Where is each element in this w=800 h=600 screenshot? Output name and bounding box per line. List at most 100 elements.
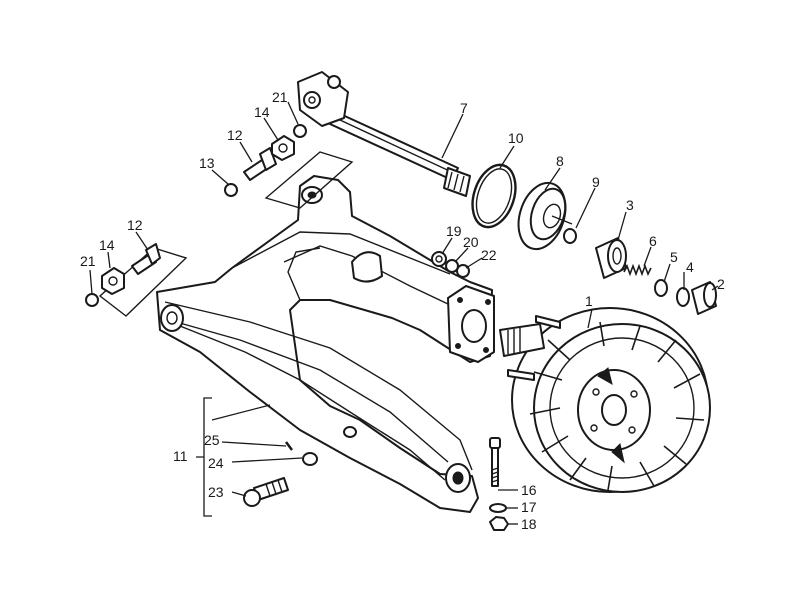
universal-joint-cap (308, 96, 316, 104)
leader-24 (231, 457, 303, 463)
bevel-gear-shaft (551, 215, 573, 225)
flange-bolt-hole (483, 347, 489, 353)
callout-labels: 1 2 3 4 5 6 7 8 9 10 11 12 12 13 14 14 1… (80, 89, 725, 532)
callout-17: 17 (521, 499, 537, 515)
circlip-4 (676, 287, 690, 307)
leader-3 (617, 211, 627, 241)
bolt-23 (243, 477, 289, 507)
leader-2 (711, 285, 719, 291)
needle-bearing (595, 237, 627, 279)
callout-12-lower: 12 (127, 217, 143, 233)
callout-25: 25 (204, 432, 220, 448)
callout-23: 23 (208, 484, 224, 500)
bearing-face (607, 239, 627, 273)
leader-lines (89, 101, 719, 525)
universal-joint-cap (303, 91, 321, 109)
washer-5 (654, 279, 668, 297)
bolt-23-head (243, 489, 261, 507)
callout-20: 20 (463, 234, 479, 250)
swingarm-crossmember (283, 245, 449, 305)
callout-6: 6 (649, 233, 657, 249)
circlip-ring-inner (475, 168, 513, 224)
bolt-16-head (489, 437, 501, 449)
pivot-bolt-lower (131, 243, 161, 275)
cush-block (597, 367, 613, 386)
pivot-bolt-12-lower-head (145, 243, 161, 265)
leader-9 (575, 187, 596, 229)
callout-10: 10 (508, 130, 524, 146)
coupling-face (703, 282, 717, 308)
callout-12-upper: 12 (227, 127, 243, 143)
washer-24 (302, 452, 318, 466)
swingarm (156, 175, 495, 513)
spring (623, 263, 652, 277)
washer-17 (489, 503, 507, 513)
callout-16: 16 (521, 482, 537, 498)
hub-stud (535, 315, 561, 329)
nut-19 (431, 251, 447, 267)
washer-13 (224, 183, 238, 197)
hub-ribs (529, 321, 705, 491)
nut-14-upper-hole (278, 143, 288, 153)
bevel-gear-rim (529, 187, 567, 241)
bearing-bore (612, 247, 622, 265)
nut-18 (489, 516, 509, 531)
leader-20 (454, 247, 469, 263)
callout-3: 3 (626, 197, 634, 213)
bolt-16-thread (491, 467, 499, 483)
leader-11 (211, 404, 271, 421)
bevel-gear (517, 181, 573, 251)
callout-4: 4 (686, 259, 694, 275)
hub-stub-shaft (499, 323, 545, 357)
hub-bolt-hole (628, 426, 636, 434)
leader-14a (263, 117, 279, 141)
leader-19 (441, 237, 453, 255)
hub-stud (507, 369, 535, 381)
swingarm-rail-line (179, 325, 446, 481)
wheel-hub (499, 307, 711, 493)
callout-9: 9 (592, 174, 600, 190)
leader-14b (107, 251, 111, 269)
callout-11: 11 (173, 448, 188, 464)
callout-22: 22 (481, 247, 497, 263)
leader-7 (441, 113, 464, 159)
swingarm-body (156, 175, 493, 513)
callout-8: 8 (556, 153, 564, 169)
drive-shaft (297, 71, 471, 197)
callout-1: 1 (585, 293, 593, 309)
hub-stub-splines (507, 328, 521, 354)
callout-19: 19 (446, 223, 462, 239)
nut-14-lower (101, 267, 125, 295)
axle-hole (452, 471, 464, 485)
bolt-16 (489, 437, 501, 487)
leader-6 (643, 246, 652, 267)
leader-25 (221, 441, 287, 447)
callout-7: 7 (460, 100, 468, 116)
circlip-ring (471, 163, 517, 229)
leader-21b (89, 269, 93, 295)
swingarm-crossmember (231, 231, 451, 275)
drive-shaft-spline (443, 167, 471, 197)
cap-21-lower (85, 293, 99, 307)
splined-coupling (691, 281, 717, 315)
flange-bolt-hole (455, 343, 461, 349)
pivot-guide-frame-upper (264, 151, 354, 209)
spline-teeth (447, 171, 465, 193)
bolt-16-shank (491, 447, 499, 487)
callout-21-upper: 21 (272, 89, 288, 105)
callout-13: 13 (199, 155, 215, 171)
cush-block (611, 443, 625, 464)
leader-12b (135, 231, 149, 251)
hub-inner-rim (549, 337, 695, 479)
leader-1 (587, 308, 593, 329)
swingarm-left-boss (160, 304, 184, 332)
swingarm-rail-line (164, 301, 473, 471)
leader-10 (499, 145, 515, 169)
drive-shaft-line (339, 119, 457, 175)
hub-bolt-hole (592, 388, 600, 396)
bracket-11 (196, 397, 212, 517)
drive-shaft-tube (329, 111, 459, 181)
callout-24: 24 (208, 455, 224, 471)
bolt-23-thread (265, 479, 283, 497)
leader-8 (544, 167, 561, 191)
